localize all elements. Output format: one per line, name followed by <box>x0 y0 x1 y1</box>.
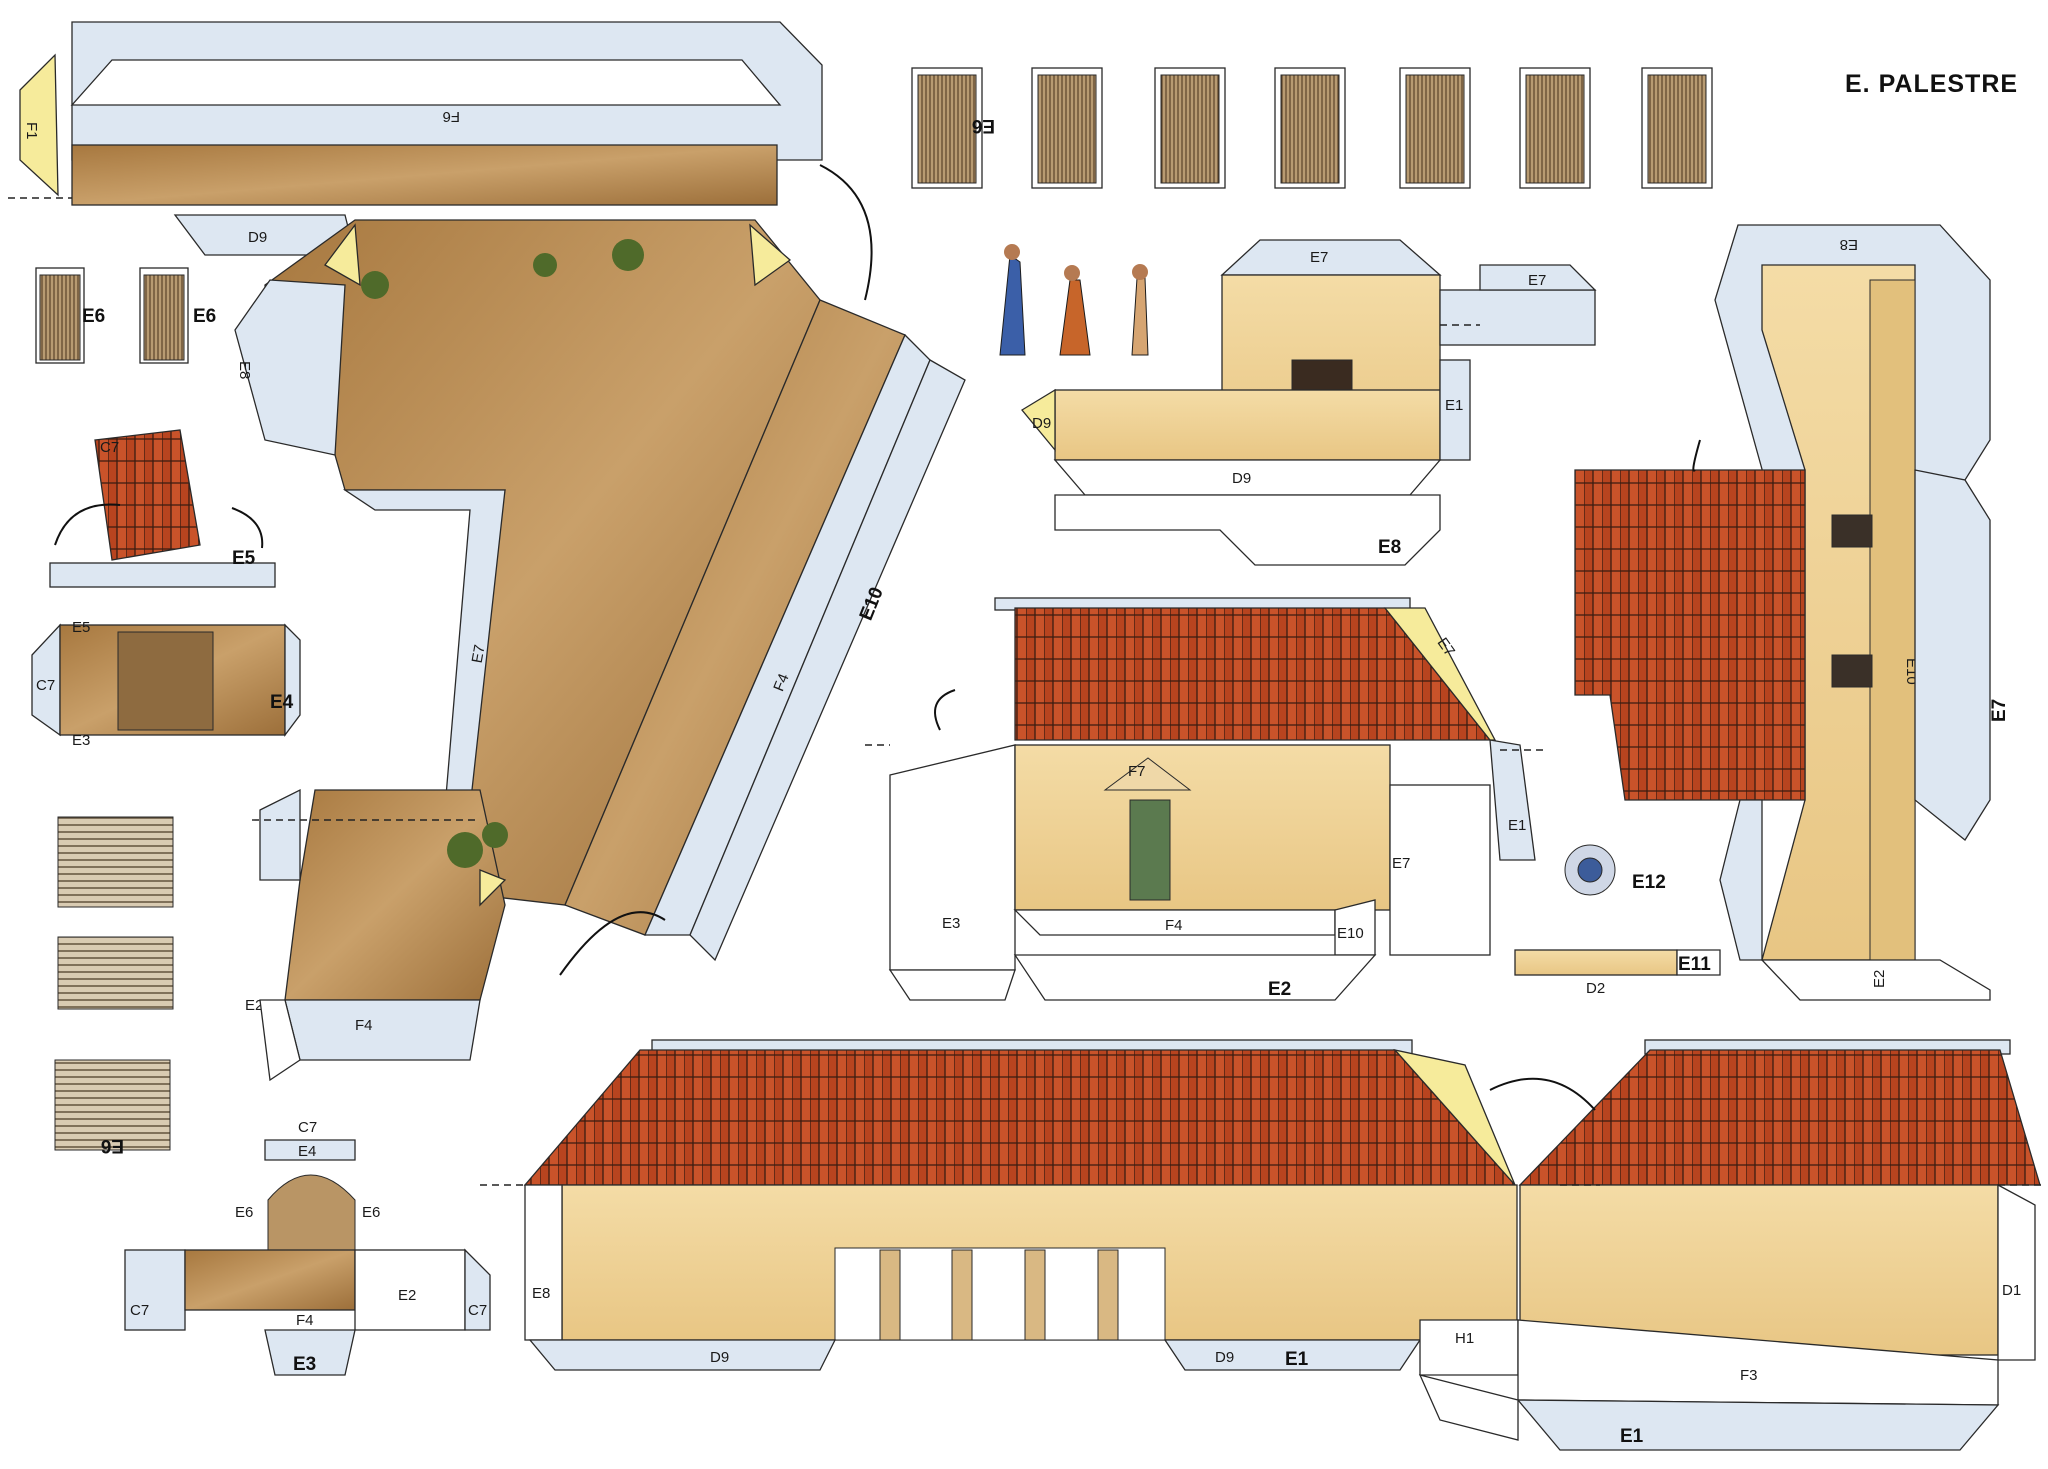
e8-left-label: E8 <box>236 361 253 379</box>
small-box-piece: C7 E5 E3 E4 <box>31 619 301 749</box>
shrubs <box>361 239 644 868</box>
shutter-stack: E6 <box>54 816 174 1156</box>
c7-box-label: C7 <box>36 677 55 694</box>
f4-facade-label: F4 <box>1165 917 1183 934</box>
e1-bottom-label: E1 <box>1620 1426 1644 1447</box>
e10-yard-tab <box>689 359 966 962</box>
column-2 <box>1031 67 1103 189</box>
right-roof <box>1574 469 1806 801</box>
c7-niche-top-label: C7 <box>298 1119 317 1136</box>
column-6 <box>1519 67 1591 189</box>
small-house-piece: E7 E7 D9 E1 D9 E8 <box>1021 239 1597 566</box>
c7-niche-l-label: C7 <box>130 1302 149 1319</box>
e1-house-label: E1 <box>1445 397 1463 414</box>
courtyard-glue-right <box>749 223 792 287</box>
f7-pediment-label: F7 <box>1128 763 1146 780</box>
d9-long-b-label: D9 <box>1215 1349 1234 1366</box>
column-1 <box>911 67 983 189</box>
figure-athlete <box>1131 277 1149 356</box>
small-roof-piece: C7 E5 <box>49 429 276 588</box>
f6-label: F6 <box>442 108 460 125</box>
e5-box-label: E5 <box>72 619 90 636</box>
e7-facade-label: E7 <box>1392 855 1410 872</box>
d1-long-label: D1 <box>2002 1282 2021 1299</box>
d9-top-label: D9 <box>248 229 267 246</box>
courtyard-piece: F6 F1 D9 E8 E7 F4 E10 F4 E2 <box>8 21 966 1082</box>
lower-skirt <box>259 999 301 1082</box>
e2-niche-label: E2 <box>398 1287 416 1304</box>
e4-niche-label: E4 <box>298 1143 316 1160</box>
d9-house-glue-label: D9 <box>1032 415 1051 432</box>
e12-basin-label: E12 <box>1632 872 1666 893</box>
e1-long-label: E1 <box>1285 1349 1309 1370</box>
lower-tab-left <box>259 788 301 881</box>
c7-niche-r-label: C7 <box>468 1302 487 1319</box>
column-4 <box>1274 67 1346 189</box>
f4-niche-label: F4 <box>296 1312 314 1329</box>
e4-box-label: E4 <box>270 692 294 713</box>
f1-glue-tab <box>19 53 59 197</box>
lower-tab-bottom <box>284 999 481 1061</box>
column-5 <box>1399 67 1471 189</box>
small-column-a: E6 <box>35 267 105 364</box>
lower-glue <box>479 869 507 907</box>
e3-box-label: E3 <box>72 732 90 749</box>
lower-wall-block <box>284 789 506 1001</box>
e1-facade-label: E1 <box>1508 817 1526 834</box>
niche-piece: C7 E4 E6 E6 C7 C7 F4 E2 E3 <box>124 1119 491 1376</box>
e3-facade-label: E3 <box>942 915 960 932</box>
f3-long-label: F3 <box>1740 1367 1758 1384</box>
column-3 <box>1154 67 1226 189</box>
basin-piece: E12 E11 D2 <box>1514 844 1721 997</box>
d2-basin-label: D2 <box>1586 980 1605 997</box>
figure-woman <box>999 254 1026 356</box>
e8-long-label: E8 <box>532 1285 550 1302</box>
e7-house-top-label: E7 <box>1310 249 1328 266</box>
e2-facade-label: E2 <box>1268 979 1291 1000</box>
e2-yard-label: E2 <box>245 997 263 1014</box>
fold-arrows <box>54 164 1701 1111</box>
e6-niche-l-label: E6 <box>235 1204 253 1221</box>
facade-piece: E7 E1 E3 F7 E7 F4 E10 E2 <box>888 597 1536 1001</box>
e8-house-label: E8 <box>1378 537 1401 558</box>
right-tall-piece: E8 E10 E7 E2 <box>1574 224 2010 1001</box>
e7-yard-label: E7 <box>469 643 489 664</box>
e7-right-label: E7 <box>1989 699 2010 722</box>
d9-long-a-label: D9 <box>710 1349 729 1366</box>
small-column-b: E6 <box>139 267 216 364</box>
f1-label: F1 <box>23 122 40 140</box>
courtyard-top-wall <box>71 144 778 206</box>
e3-niche-label: E3 <box>293 1354 316 1375</box>
e6-stack-label: E6 <box>101 1135 124 1156</box>
c7-small-label: C7 <box>100 439 119 456</box>
e7-house-side-label: E7 <box>1528 272 1546 289</box>
long-wall-piece: E8 D9 D9 E1 D1 H1 F3 E1 <box>523 1039 2041 1451</box>
e8-right-label: E8 <box>1840 236 1858 253</box>
courtyard-glue-left <box>324 223 361 287</box>
column-7 <box>1641 67 1713 189</box>
e2-right-label: E2 <box>1871 970 1888 988</box>
e10-facade-label: E10 <box>1337 925 1364 942</box>
e6-column-label: E6 <box>972 115 995 136</box>
courtyard-left-tab <box>234 279 346 456</box>
d9-house-label: D9 <box>1232 470 1251 487</box>
figure-man-robe <box>1059 279 1091 356</box>
figures <box>999 244 1149 356</box>
f6-strip <box>70 59 782 106</box>
e5-small-label: E5 <box>232 548 256 569</box>
e6-niche-r-label: E6 <box>362 1204 380 1221</box>
e11-basin-label: E11 <box>1678 954 1711 975</box>
f4-yard-label: F4 <box>770 671 792 694</box>
f4-lower-label: F4 <box>355 1017 373 1034</box>
sheet-title: E. PALESTRE <box>1845 70 2018 98</box>
e6-b-label: E6 <box>193 306 216 327</box>
e6-a-label: E6 <box>82 306 105 327</box>
h1-long-label: H1 <box>1455 1330 1474 1347</box>
column-row: E6 <box>911 67 1713 189</box>
cut-lines <box>480 324 2045 1186</box>
